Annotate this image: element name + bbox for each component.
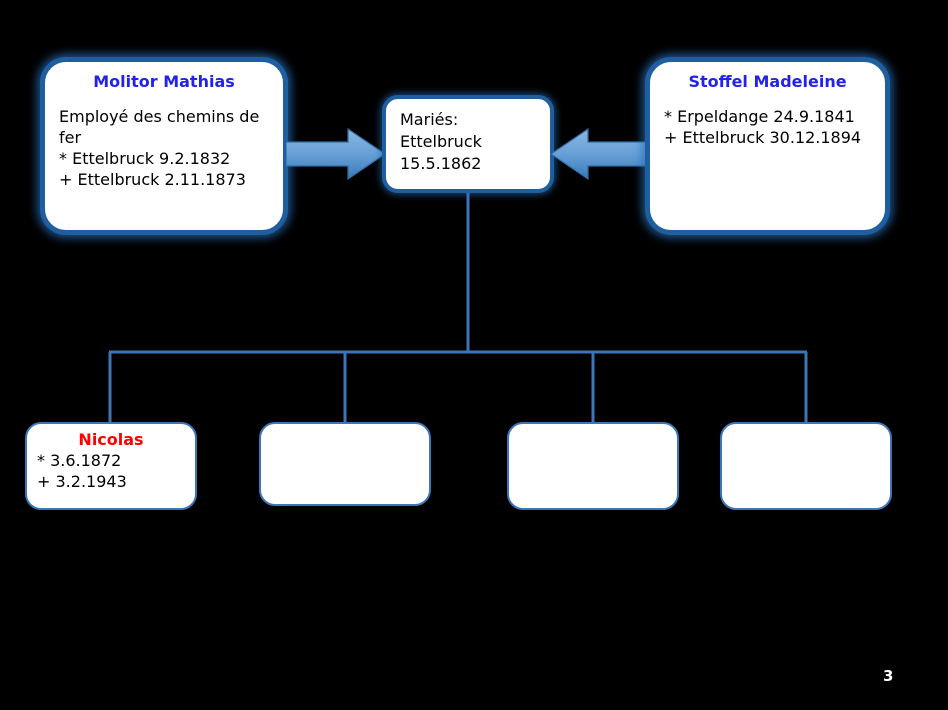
child-1-name: Nicolas xyxy=(78,430,144,449)
person-box-child-2[interactable] xyxy=(259,422,431,506)
person-box-child-1[interactable]: Nicolas * 3.6.1872 + 3.2.1943 xyxy=(25,422,197,510)
mother-content: Stoffel Madeleine * Erpeldange 24.9.1841… xyxy=(650,62,885,148)
child-3-content xyxy=(509,424,677,430)
child-1-content: Nicolas * 3.6.1872 + 3.2.1943 xyxy=(27,424,195,492)
child-2-content xyxy=(261,424,429,430)
mother-name: Stoffel Madeleine xyxy=(688,72,847,91)
mother-details: * Erpeldange 24.9.1841 + Ettelbruck 30.1… xyxy=(664,107,862,147)
marriage-box[interactable]: Mariés: Ettelbruck 15.5.1862 xyxy=(382,95,554,193)
child-4-content xyxy=(722,424,890,430)
person-box-child-3[interactable] xyxy=(507,422,679,510)
child-1-details: * 3.6.1872 + 3.2.1943 xyxy=(37,451,127,491)
marriage-details: Mariés: Ettelbruck 15.5.1862 xyxy=(400,110,482,173)
person-box-child-4[interactable] xyxy=(720,422,892,510)
person-box-father[interactable]: Molitor Mathias Employé des chemins de f… xyxy=(40,57,288,235)
father-content: Molitor Mathias Employé des chemins de f… xyxy=(45,62,283,190)
page-number: 3 xyxy=(883,667,894,685)
arrow-father-to-union xyxy=(286,128,386,180)
person-box-mother[interactable]: Stoffel Madeleine * Erpeldange 24.9.1841… xyxy=(645,57,890,235)
arrow-mother-to-union xyxy=(550,128,650,180)
marriage-content: Mariés: Ettelbruck 15.5.1862 xyxy=(386,99,550,175)
father-details: Employé des chemins de fer * Ettelbruck … xyxy=(59,107,260,189)
father-name: Molitor Mathias xyxy=(93,72,235,91)
